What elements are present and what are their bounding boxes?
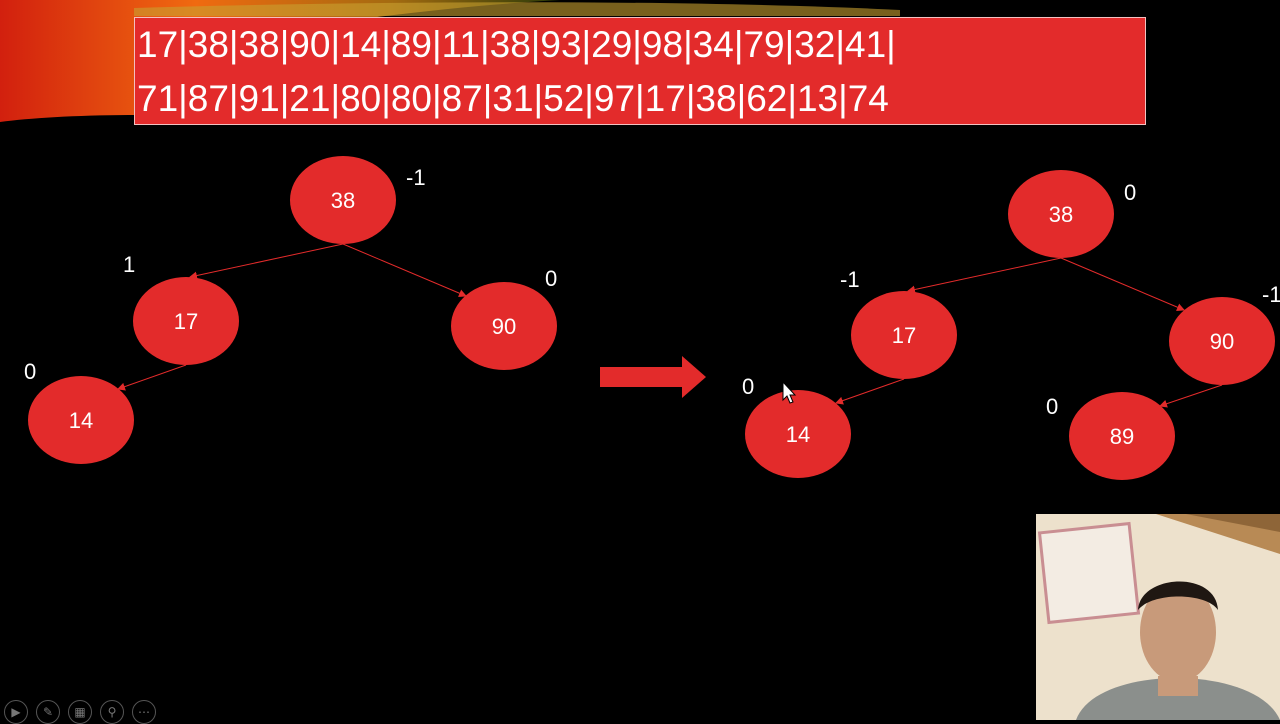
balance-factor: 0	[24, 359, 36, 384]
balance-factor: 0	[1046, 394, 1058, 419]
mouse-cursor-icon	[782, 380, 797, 404]
edge-r17-r14	[835, 378, 905, 405]
balance-factor: -1	[1262, 282, 1280, 307]
node-label: 89	[1110, 424, 1134, 449]
node-l38: 38	[290, 156, 396, 244]
edge-r38-r17	[907, 257, 1062, 294]
node-label: 14	[786, 422, 810, 447]
sequence-line-1: 17|38|38|90|14|89|11|38|93|29|98|34|79|3…	[137, 24, 896, 65]
node-label: 90	[492, 314, 516, 339]
balance-factor: 0	[545, 266, 557, 291]
node-label: 38	[331, 188, 355, 213]
edge-l17-l14	[117, 364, 187, 391]
node-r17: 17	[851, 291, 957, 379]
slideshow-controls: ▶ ✎ ▦ ⚲ ⋯	[4, 700, 156, 724]
edge-l38-l17	[189, 243, 344, 280]
edge-r90-r89	[1159, 384, 1223, 408]
node-r89: 89	[1069, 392, 1175, 480]
node-r90: 90	[1169, 297, 1275, 385]
more-icon[interactable]: ⋯	[132, 700, 156, 724]
balance-factor: 1	[123, 252, 135, 277]
node-label: 90	[1210, 329, 1234, 354]
node-label: 17	[174, 309, 198, 334]
sequence-box: 17|38|38|90|14|89|11|38|93|29|98|34|79|3…	[134, 17, 1146, 125]
sequence-line-2: 71|87|91|21|80|80|87|31|52|97|17|38|62|1…	[137, 78, 889, 119]
balance-factor: 0	[742, 374, 754, 399]
presenter-image	[1036, 514, 1280, 720]
edge-r38-r90	[1060, 257, 1185, 311]
node-l90: 90	[451, 282, 557, 370]
balance-factor: -1	[406, 165, 426, 190]
balance-factor: 0	[1124, 180, 1136, 205]
zoom-icon[interactable]: ⚲	[100, 700, 124, 724]
pen-icon[interactable]: ✎	[36, 700, 60, 724]
right-arrow-icon	[600, 356, 706, 398]
webcam-video	[1036, 514, 1280, 720]
balance-factor: -1	[840, 267, 860, 292]
play-icon[interactable]: ▶	[4, 700, 28, 724]
node-label: 17	[892, 323, 916, 348]
node-label: 14	[69, 408, 93, 433]
node-r38: 38	[1008, 170, 1114, 258]
node-r14: 14	[745, 390, 851, 478]
node-label: 38	[1049, 202, 1073, 227]
node-l14: 14	[28, 376, 134, 464]
edge-l38-l90	[342, 243, 467, 297]
node-l17: 17	[133, 277, 239, 365]
slides-icon[interactable]: ▦	[68, 700, 92, 724]
